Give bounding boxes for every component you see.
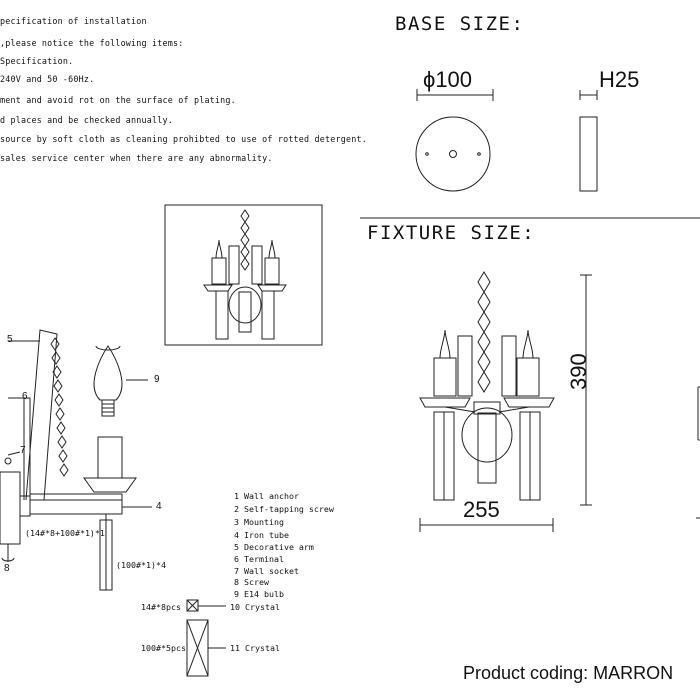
instruction-line: d places and be checked annually. [0, 115, 173, 125]
chain-spec-label: (14#*8+100#*1)*1 [25, 528, 105, 538]
fixture-width-label: 255 [463, 497, 500, 522]
callout-7: 7 [20, 445, 26, 456]
instruction-line: source by soft cloth as cleaning prohibt… [0, 134, 367, 144]
product-coding: Product coding: MARRON [463, 663, 674, 683]
exploded-view [0, 329, 226, 677]
callout-4: 4 [156, 501, 162, 512]
instruction-line: pecification of installation [0, 16, 147, 26]
parts-list-item: 3 Mounting [234, 517, 284, 527]
side-view-partial [696, 386, 700, 519]
crystal-small-qty: 14#*8pcs [141, 602, 181, 612]
instruction-line: 240V and 50 -60Hz. [0, 74, 95, 84]
parts-list-item: 7 Wall socket [234, 566, 299, 576]
callout-5: 5 [7, 334, 13, 345]
pendant-spec-label: (100#*1)*4 [116, 560, 166, 570]
parts-list-item: 6 Terminal [234, 554, 284, 564]
fixture-front-view [419, 271, 592, 532]
parts-list-item: 11 Crystal [230, 643, 280, 653]
instruction-line: sales service center when there are any … [0, 153, 273, 163]
callout-9: 9 [154, 374, 160, 385]
instruction-line: Specification. [0, 56, 74, 66]
parts-list-item: 2 Self-tapping screw [234, 504, 334, 514]
product-photo [164, 204, 323, 346]
fixture-size-title: FIXTURE SIZE: [367, 222, 536, 244]
base-height-label: H25 [599, 67, 640, 92]
parts-list-item: 9 E14 bulb [234, 589, 284, 599]
parts-list-item: 4 Iron tube [234, 530, 289, 540]
parts-list-item: 5 Decorative arm [234, 542, 314, 552]
parts-list-item: 1 Wall anchor [234, 491, 299, 501]
base-side-view [579, 90, 598, 192]
callout-8: 8 [4, 563, 10, 574]
parts-list-item: 8 Screw [234, 577, 269, 587]
instruction-line: ment and avoid rot on the surface of pla… [0, 95, 236, 105]
parts-list-item: 10 Crystal [230, 602, 280, 612]
crystal-large-qty: 100#*5pcs [141, 643, 186, 653]
fixture-height-label: 390 [566, 353, 591, 390]
base-diameter-label: ϕ100 [423, 67, 473, 92]
instruction-line: ,please notice the following items: [0, 38, 184, 48]
callout-6: 6 [22, 391, 28, 402]
base-size-title: BASE SIZE: [395, 13, 525, 35]
base-top-view [415, 89, 494, 192]
